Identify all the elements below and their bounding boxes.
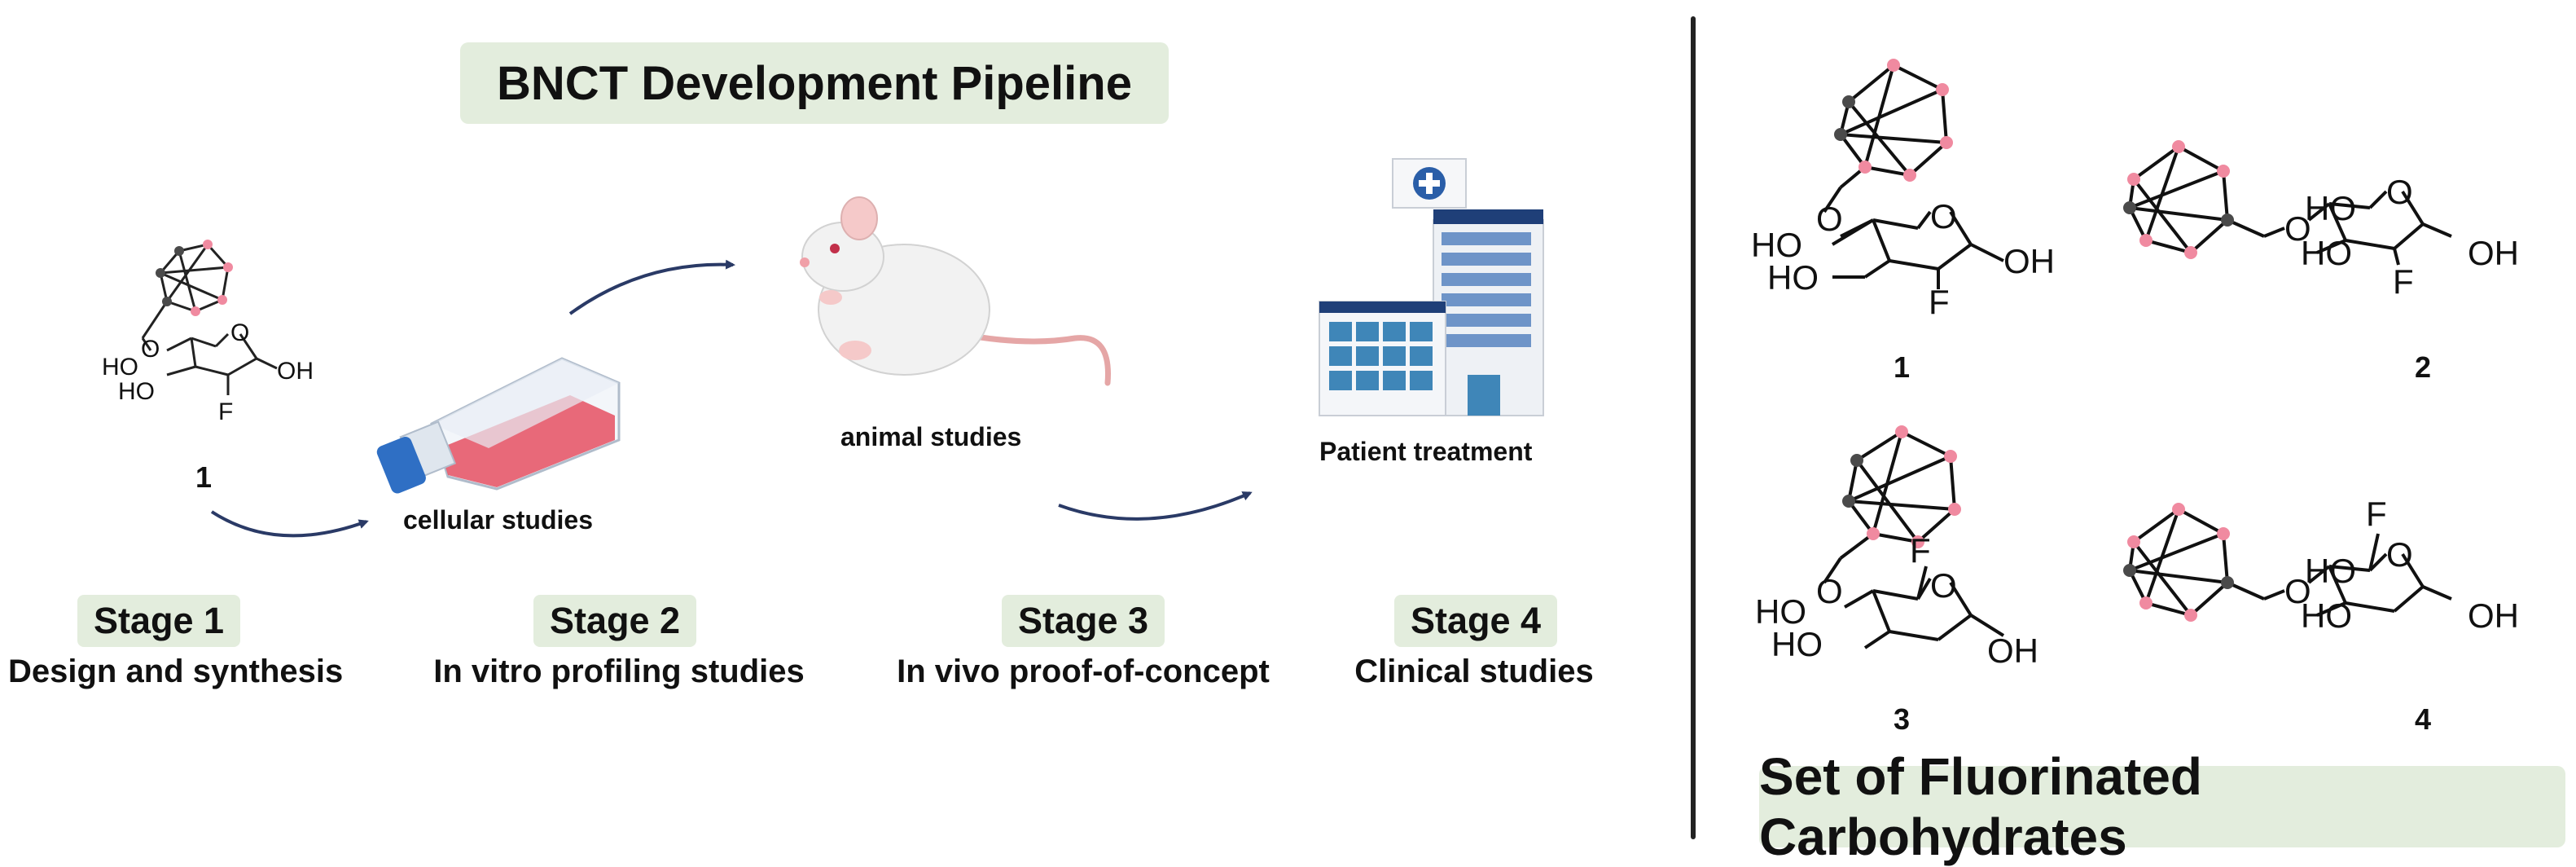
svg-text:OH: OH (1987, 632, 2038, 670)
cellular-studies-caption: cellular studies (403, 505, 593, 535)
stage-1-label: Stage 1 (77, 595, 240, 647)
svg-text:F: F (1910, 531, 1931, 570)
stage-1-description: Design and synthesis (8, 654, 344, 689)
svg-text:O: O (2386, 535, 2413, 574)
culture-flask-illustration (376, 357, 621, 494)
arrow-3 (1058, 491, 1253, 521)
mouse-ear (840, 196, 878, 240)
compound-4-number: 4 (2415, 702, 2432, 736)
svg-text:HO: HO (1751, 226, 1802, 264)
arrow-2 (568, 259, 735, 315)
mouse-illustration (800, 196, 1111, 386)
svg-text:F: F (2366, 495, 2387, 533)
flask-medium (440, 395, 615, 487)
svg-text:O: O (141, 336, 160, 363)
stage-2-label: Stage 2 (533, 595, 696, 647)
arrow-1 (210, 510, 369, 538)
svg-text:OH: OH (2468, 234, 2519, 272)
svg-text:HO: HO (1755, 592, 1806, 631)
svg-text:O: O (2284, 572, 2311, 610)
compound-1-structure: O O HO HO F OH (1751, 59, 2055, 321)
svg-text:HO: HO (2301, 234, 2352, 272)
flask-cap (376, 436, 426, 494)
mouse-eye (830, 244, 840, 253)
svg-text:O: O (1816, 572, 1843, 610)
svg-text:OH: OH (2003, 242, 2055, 280)
patient-treatment-caption: Patient treatment (1319, 437, 1533, 466)
compound-1-label: 1 (195, 460, 213, 494)
stage-3-description: In vivo proof-of-concept (897, 654, 1270, 689)
svg-text:O: O (1930, 197, 1957, 235)
svg-text:F: F (218, 398, 233, 425)
svg-text:OH: OH (2468, 596, 2519, 635)
animal-studies-caption: animal studies (840, 422, 1022, 451)
svg-text:HO: HO (2305, 552, 2356, 590)
mouse-tail (958, 331, 1111, 386)
svg-text:O: O (2284, 209, 2311, 248)
stage-3-label: Stage 3 (1002, 595, 1165, 647)
hospital-illustration (1319, 158, 1544, 416)
compounds-set-title: Set of Fluorinated Carbohydrates (1759, 747, 2565, 866)
compound-2-structure: O O HO HO F OH (2123, 140, 2519, 301)
svg-text:O: O (1816, 200, 1843, 238)
svg-text:O: O (1930, 566, 1957, 605)
svg-text:O: O (230, 319, 249, 346)
svg-text:O: O (2386, 173, 2413, 211)
stage-2-description: In vitro profiling studies (433, 654, 805, 689)
svg-text:HO: HO (1767, 258, 1819, 297)
compound-4-structure: O O HO HO F OH (2123, 495, 2519, 635)
stage-4-label: Stage 4 (1394, 595, 1557, 647)
hospital-door (1468, 375, 1500, 416)
panel-divider (1691, 16, 1696, 839)
svg-text:HO: HO (102, 354, 138, 381)
mouse-nose (800, 257, 810, 267)
svg-text:HO: HO (1771, 625, 1823, 663)
compound-1-structure-small: O O HO HO F OH (102, 240, 314, 425)
stage-4-description: Clinical studies (1354, 654, 1594, 689)
svg-text:F: F (2393, 262, 2414, 301)
compound-3-structure: O O HO HO F OH (1755, 425, 2038, 670)
svg-text:HO: HO (2301, 596, 2352, 635)
svg-text:HO: HO (2305, 189, 2356, 227)
svg-text:F: F (1929, 283, 1950, 321)
compound-1-number: 1 (1894, 350, 1911, 384)
svg-text:HO: HO (118, 378, 155, 405)
compound-3-number: 3 (1894, 702, 1911, 736)
pipeline-title: BNCT Development Pipeline (460, 42, 1169, 124)
compound-2-number: 2 (2415, 350, 2432, 384)
svg-text:OH: OH (277, 358, 314, 385)
